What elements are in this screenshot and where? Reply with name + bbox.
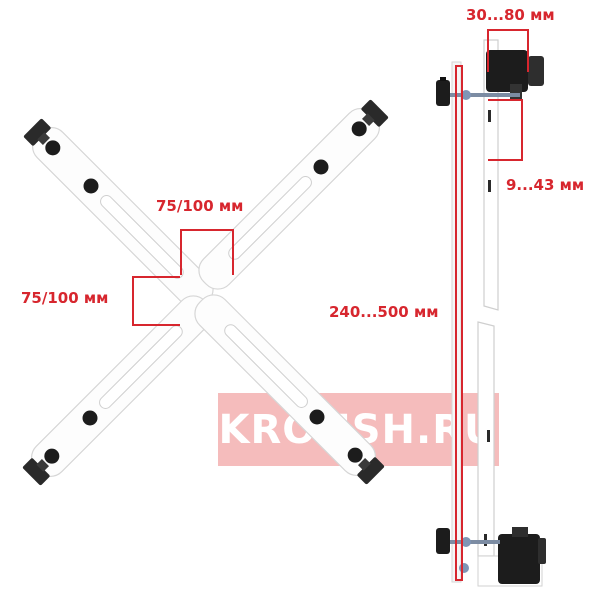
side-view (436, 39, 546, 587)
tv-panel-upper (483, 39, 499, 311)
bottom-clamp-knob (436, 528, 450, 554)
horizontal-spacing-label: 75/100 мм (156, 197, 243, 215)
clamp-thickness-label: 30...80 мм (466, 6, 555, 24)
vertical-spacing-label: 75/100 мм (21, 289, 108, 307)
adapter-dimension-lines (132, 229, 234, 326)
clamp-depth-label: 9...43 мм (506, 176, 584, 194)
adapter-arm-top-right (191, 94, 394, 297)
adapter-arm-bottom-left (17, 288, 220, 491)
top-clamp-knob (436, 80, 450, 106)
top-clamp (436, 50, 544, 106)
clamp-depth-line (488, 99, 523, 161)
horizontal-spacing-line (180, 229, 234, 275)
tv-panel-lower (477, 321, 495, 557)
height-range-line (455, 65, 463, 581)
side-dimension-lines (455, 29, 529, 581)
clamp-thickness-line (487, 29, 529, 72)
height-range-label: 240...500 мм (329, 303, 438, 321)
vertical-spacing-line (132, 276, 180, 326)
